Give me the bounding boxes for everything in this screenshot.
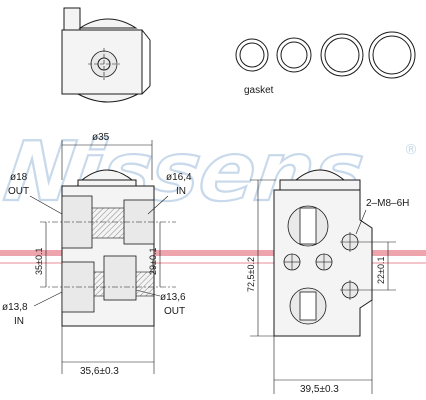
watermark-stripe [0,250,426,256]
dim35-label: 35±0.1 [34,248,44,275]
lower-port-right [103,255,137,301]
dim72-5-label: 72,5±0.2 [246,257,256,292]
top-view-cap [78,18,138,29]
top-view-bottom-cap [77,93,139,103]
leader-dia13-6 [135,289,161,297]
side-view-dome-base [279,179,361,191]
leader-dia13-8 [33,291,63,307]
gasket-set: gasket [235,31,416,96]
dia35-label: ø35 [92,132,110,143]
watermark-registered-mark: ® [404,142,418,158]
dia16-4-label: ø16,4 [166,172,192,183]
gasket-ring-3 [320,33,364,77]
leader-dia16-4 [147,195,169,215]
gasket-ring-4-inner [372,35,412,75]
gasket-ring-2 [276,37,312,73]
out1-label: OUT [8,186,29,197]
side-lower-port-core [299,291,317,321]
gasket-ring-1 [235,38,269,72]
out2-label: OUT [164,306,185,317]
top-view-stem [63,7,81,31]
in1-label: IN [176,186,186,197]
thread-label: 2–M8–6H [366,198,409,209]
gasket-ring-2-inner [280,41,308,69]
gasket-label: gasket [244,85,274,96]
dia18-label: ø18 [10,172,28,183]
dim22-label: 22±0.1 [376,257,386,284]
watermark-stripe-thin [0,262,426,264]
in2-label: IN [14,316,24,327]
side-view: 2–M8–6H 72,5±0.2 22±0.1 39,5±0.3 [246,169,409,395]
top-view-edge [141,85,151,95]
dim35-6-label: 35,6±0.3 [80,366,119,377]
leader-thread [355,209,367,235]
side-upper-port-core [299,207,317,245]
top-view [61,7,151,103]
front-view: ø35 ø18 OUT ø16,4 IN 35±0.1 29±0.1 ø13,8… [2,132,192,377]
top-view-edge [141,29,151,41]
gasket-ring-1-inner [239,42,265,68]
gasket-ring-4 [368,31,416,79]
dia13-6-label: ø13,6 [160,292,186,303]
dim29-label: 29±0.1 [148,248,158,275]
gasket-ring-3-inner [324,37,360,73]
leader-dia18 [29,195,63,215]
dim39-5-label: 39,5±0.3 [300,384,339,395]
front-view-dome-base [77,179,137,187]
dia13-8-label: ø13,8 [2,302,28,313]
